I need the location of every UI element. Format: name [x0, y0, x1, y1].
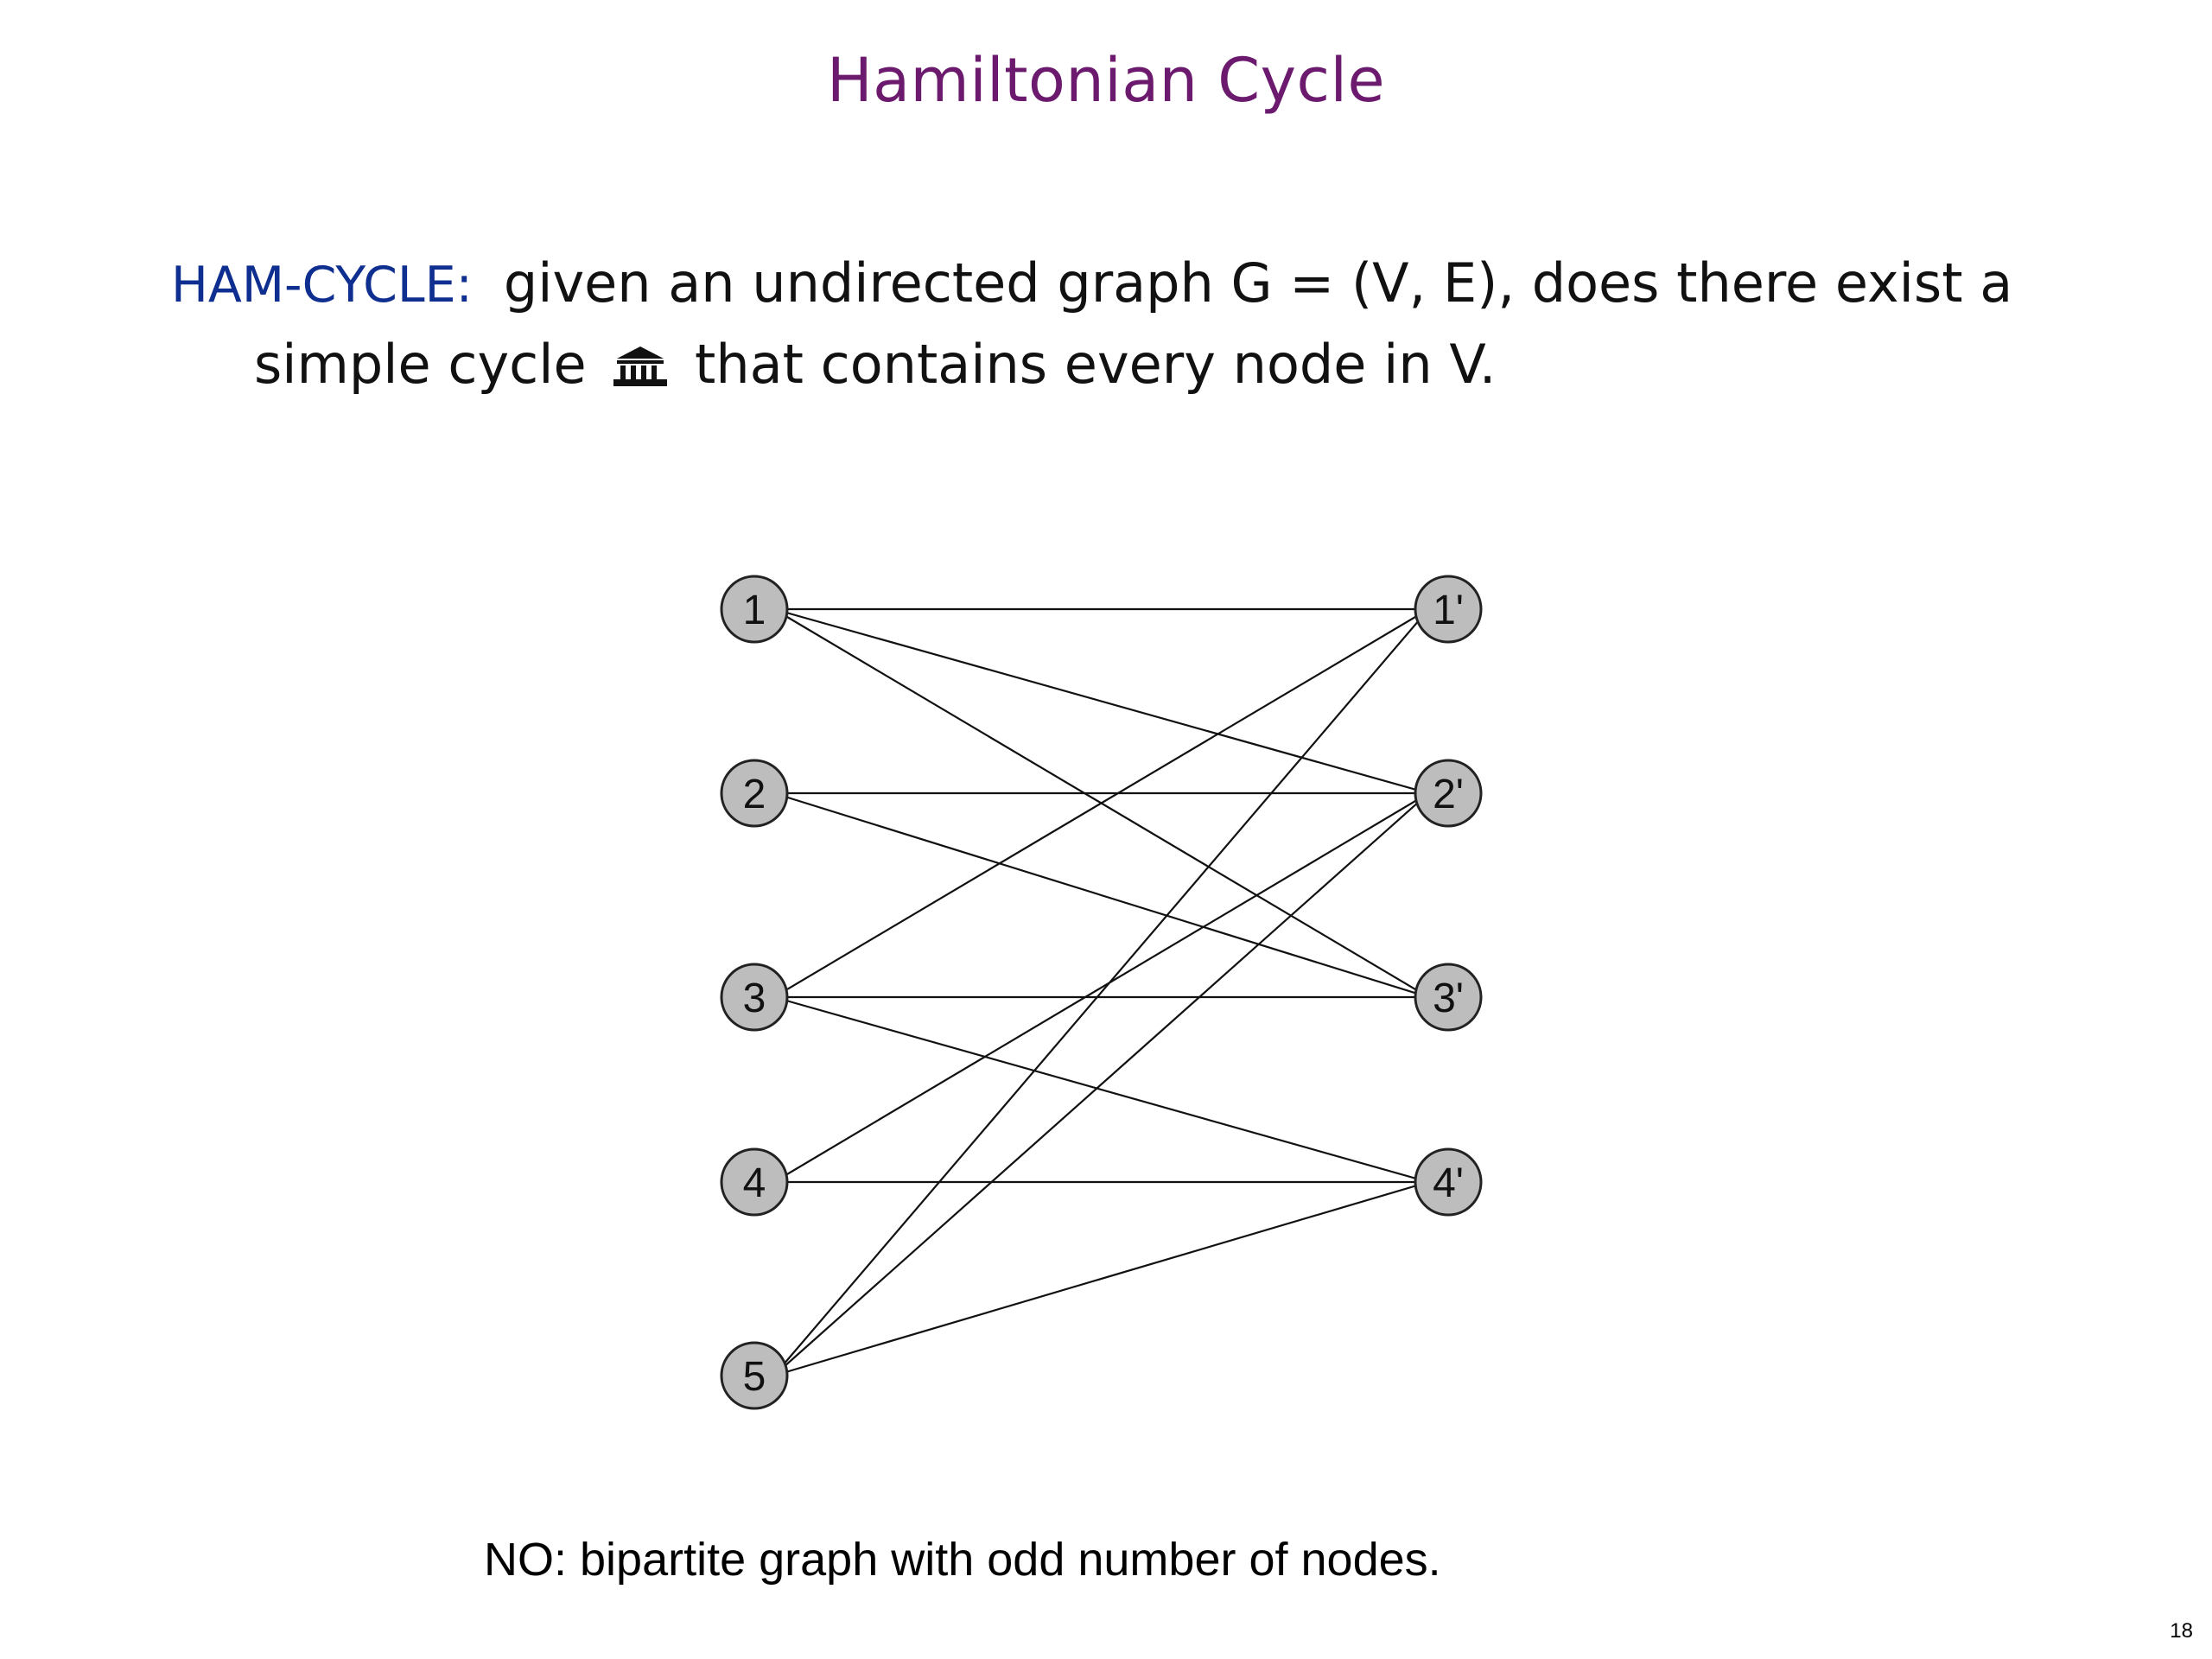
- edge-4-2p: [773, 792, 1429, 1183]
- edge-2-3p: [773, 791, 1429, 999]
- definition-text-1: given an undirected graph G = (V, E), do…: [503, 251, 2013, 315]
- node-circle: [720, 575, 789, 644]
- page-number: 18: [2170, 1619, 2193, 1643]
- problem-term: HAM-CYCLE:: [171, 257, 473, 314]
- node-label: 4: [743, 1160, 766, 1206]
- definition-text-2b: that contains every node in V.: [695, 333, 1497, 396]
- node-4p: 4': [1414, 1147, 1483, 1217]
- node-label: 3': [1433, 976, 1464, 1021]
- node-circle: [720, 1341, 789, 1410]
- node-label: 1': [1433, 588, 1464, 633]
- caption: NO: bipartite graph with odd number of n…: [484, 1534, 1441, 1586]
- node-2p: 2': [1414, 759, 1483, 828]
- node-4: 4: [720, 1147, 789, 1217]
- node-5: 5: [720, 1341, 789, 1410]
- cycle-gamma-icon: [612, 332, 669, 411]
- node-circle: [720, 963, 789, 1032]
- node-label: 2': [1433, 772, 1464, 817]
- node-3p: 3': [1414, 963, 1483, 1032]
- edge-5-1p: [772, 608, 1430, 1376]
- node-circle: [1414, 963, 1483, 1032]
- node-label: 3: [743, 976, 766, 1021]
- definition-text-2a: simple cycle: [254, 333, 587, 396]
- node-circle: [720, 1147, 789, 1217]
- node-label: 2: [743, 772, 766, 817]
- node-circle: [1414, 1147, 1483, 1217]
- node-label: 4': [1433, 1160, 1464, 1206]
- node-label: 1: [743, 588, 766, 633]
- node-layer: 1 2 3 4 5 1' 2' 3' 4': [720, 575, 1483, 1410]
- problem-definition: HAM-CYCLE: given an undirected graph G = …: [171, 244, 2029, 411]
- edge-3-4p: [773, 995, 1429, 1184]
- node-circle: [1414, 759, 1483, 828]
- edge-layer: [772, 607, 1430, 1377]
- edge-5-4p: [773, 1180, 1429, 1377]
- node-2: 2: [720, 759, 789, 828]
- node-3: 3: [720, 963, 789, 1032]
- node-1: 1: [720, 575, 789, 644]
- node-1p: 1': [1414, 575, 1483, 644]
- definition-line-1: HAM-CYCLE: given an undirected graph G = …: [171, 244, 2029, 325]
- node-circle: [1414, 575, 1483, 644]
- slide-title: Hamiltonian Cycle: [826, 45, 1386, 116]
- node-label: 5: [743, 1354, 766, 1400]
- edge-5-2p: [773, 792, 1429, 1376]
- definition-line-2: simple cycle that contains every node in…: [171, 325, 2029, 411]
- edge-1-2p: [773, 607, 1429, 795]
- edge-3-1p: [773, 608, 1429, 998]
- node-circle: [720, 759, 789, 828]
